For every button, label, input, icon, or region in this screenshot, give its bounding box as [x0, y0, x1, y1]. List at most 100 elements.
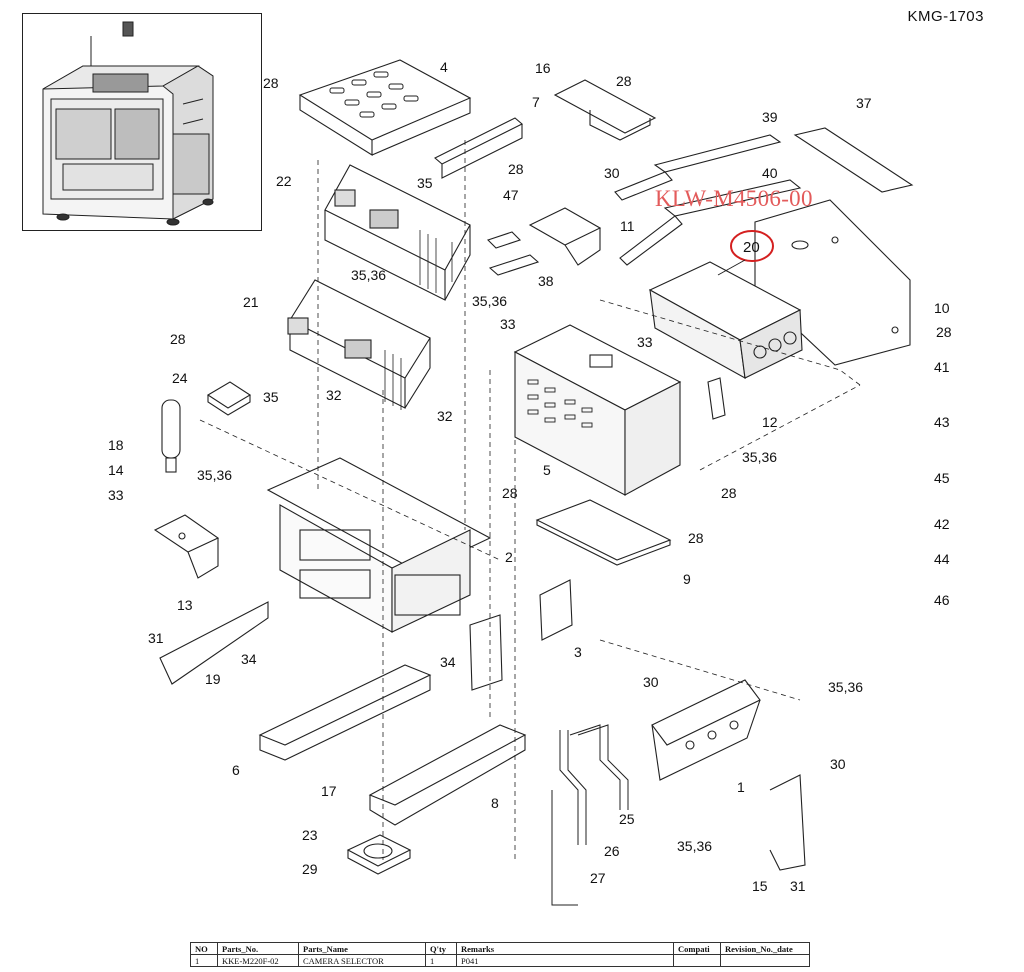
- callout-35-36: 35,36: [677, 838, 712, 854]
- cell-revision: [720, 954, 810, 967]
- parts-list-table: NO Parts_No. Parts_Name Q'ty Remarks Com…: [190, 942, 810, 967]
- header-remarks: Remarks: [456, 942, 674, 955]
- cell-no: 1: [190, 954, 218, 967]
- table-row: 1 KKE-M220F-02 CAMERA SELECTOR 1 P041: [190, 954, 810, 967]
- part-9-plate: [535, 499, 672, 566]
- callout-33: 33: [637, 334, 653, 350]
- callout-29: 29: [302, 861, 318, 877]
- part-20-power-unit: [648, 261, 803, 380]
- callout-35-36: 35,36: [472, 293, 507, 309]
- callout-31: 31: [148, 630, 164, 646]
- header-parts-name: Parts_Name: [298, 942, 426, 955]
- machine-illustration: [42, 21, 214, 226]
- part-39-cable: [614, 134, 782, 201]
- callout-7: 7: [532, 94, 540, 110]
- callout-14: 14: [108, 462, 124, 478]
- callout-31: 31: [790, 878, 806, 894]
- callout-17: 17: [321, 783, 337, 799]
- callout-35-36: 35,36: [197, 467, 232, 483]
- table-header-row: NO Parts_No. Parts_Name Q'ty Remarks Com…: [190, 942, 810, 955]
- callout-33: 33: [108, 487, 124, 503]
- part-15-bracket: [769, 774, 806, 871]
- callout-42: 42: [934, 516, 950, 532]
- part-24-block: [206, 381, 252, 416]
- callout-21: 21: [243, 294, 259, 310]
- part-37-cable: [793, 127, 914, 193]
- part-13-strip: [159, 601, 269, 685]
- part-5-box-frame: [513, 324, 682, 496]
- callout-16: 16: [535, 60, 551, 76]
- part-47-pad: [486, 231, 522, 249]
- cell-parts-name: CAMERA SELECTOR: [298, 954, 426, 967]
- callout-26: 26: [604, 843, 620, 859]
- callout-45: 45: [934, 470, 950, 486]
- callout-30: 30: [830, 756, 846, 772]
- machine-overview-inset: [22, 13, 262, 231]
- header-parts-no: Parts_No.: [217, 942, 299, 955]
- cell-qty: 1: [425, 954, 457, 967]
- callout-18: 18: [108, 437, 124, 453]
- header-revision: Revision_No._date: [720, 942, 810, 955]
- callout-5: 5: [543, 462, 551, 478]
- part-1-board: [651, 679, 761, 781]
- callout-28: 28: [508, 161, 524, 177]
- callout-12: 12: [762, 414, 778, 430]
- part-7-bracket: [434, 117, 523, 179]
- callout-32: 32: [326, 387, 342, 403]
- callout-38: 38: [538, 273, 554, 289]
- callout-28: 28: [616, 73, 632, 89]
- part-22-circuit-board: [324, 164, 471, 301]
- callout-3: 3: [574, 644, 582, 660]
- header-no: NO: [190, 942, 218, 955]
- callout-10: 10: [934, 300, 950, 316]
- cell-parts-no: KKE-M220F-02: [217, 954, 299, 967]
- callout-27: 27: [590, 870, 606, 886]
- callout-40: 40: [762, 165, 778, 181]
- callout-35-36: 35,36: [351, 267, 386, 283]
- part-25-26-27-tubes: [551, 724, 629, 906]
- part-40-cable: [619, 179, 802, 266]
- callout-25: 25: [619, 811, 635, 827]
- callout-46: 46: [934, 592, 950, 608]
- callout-28: 28: [936, 324, 952, 340]
- part-number-watermark: KLW-M4506-00: [655, 186, 813, 211]
- callout-39: 39: [762, 109, 778, 125]
- callout-4: 4: [440, 59, 448, 75]
- callout-19: 19: [205, 671, 221, 687]
- callout-32: 32: [437, 408, 453, 424]
- part-6-block: [258, 664, 432, 761]
- part-18-handle: [161, 399, 181, 473]
- callout-8: 8: [491, 795, 499, 811]
- callout-30: 30: [604, 165, 620, 181]
- part-4-cover-plate: [298, 59, 472, 156]
- callout-28: 28: [688, 530, 704, 546]
- callout-34: 34: [241, 651, 257, 667]
- document-id: KMG-1703: [907, 8, 984, 25]
- callout-37: 37: [856, 95, 872, 111]
- callout-15: 15: [752, 878, 768, 894]
- part-8-block: [368, 724, 527, 826]
- callout-28: 28: [721, 485, 737, 501]
- highlighted-part-number: 20: [743, 239, 760, 256]
- callout-41: 41: [934, 359, 950, 375]
- callout-22: 22: [276, 173, 292, 189]
- exploded-assembly-diagram: 28 4 16 28 37 7 39 28 30 40 22 35 47 11 …: [108, 59, 952, 906]
- part-11-bracket: [528, 207, 602, 266]
- callout-33: 33: [500, 316, 516, 332]
- callout-1: 1: [737, 779, 745, 795]
- part-14-bracket: [153, 514, 220, 579]
- part-12-bracket: [707, 377, 726, 420]
- cell-compati: [673, 954, 721, 967]
- callout-13: 13: [177, 597, 193, 613]
- callout-34: 34: [440, 654, 456, 670]
- part-16-bracket: [553, 79, 657, 141]
- part-2-main-frame: [266, 457, 492, 633]
- callout-28: 28: [502, 485, 518, 501]
- callout-6: 6: [232, 762, 240, 778]
- part-21-circuit-board: [287, 279, 431, 410]
- callout-43: 43: [934, 414, 950, 430]
- callout-2: 2: [505, 549, 513, 565]
- callout-35-36: 35,36: [828, 679, 863, 695]
- callout-44: 44: [934, 551, 950, 567]
